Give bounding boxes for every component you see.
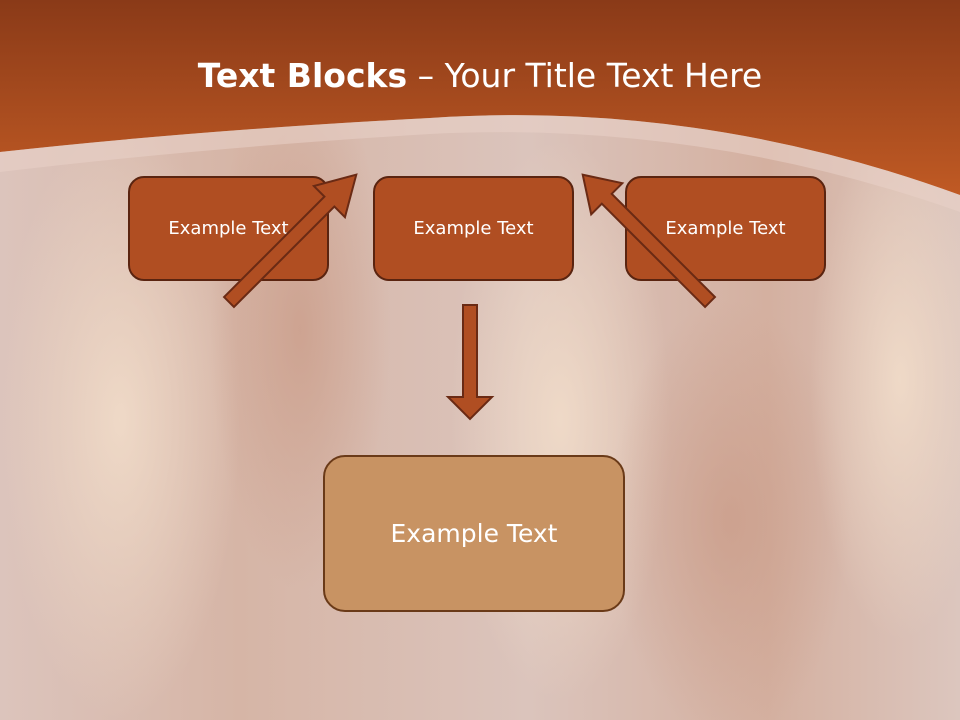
text-block-bottom[interactable]: Example Text (323, 455, 625, 612)
banner-swoosh (0, 115, 960, 212)
text-block-center[interactable]: Example Text (373, 176, 574, 281)
title-bold: Text Blocks (197, 56, 408, 95)
text-block-left[interactable]: Example Text (128, 176, 329, 281)
title-dash: – (407, 56, 445, 95)
title-rest: Your Title Text Here (444, 56, 763, 95)
text-block-bottom-label: Example Text (390, 519, 558, 548)
background-shadow (610, 300, 850, 720)
slide-title: Text Blocks – Your Title Text Here (0, 54, 960, 98)
text-block-right-label: Example Text (665, 218, 786, 239)
text-block-left-label: Example Text (168, 218, 289, 239)
background-glow (810, 120, 960, 640)
text-block-right[interactable]: Example Text (625, 176, 826, 281)
text-block-center-label: Example Text (413, 218, 534, 239)
header-banner (0, 0, 960, 195)
